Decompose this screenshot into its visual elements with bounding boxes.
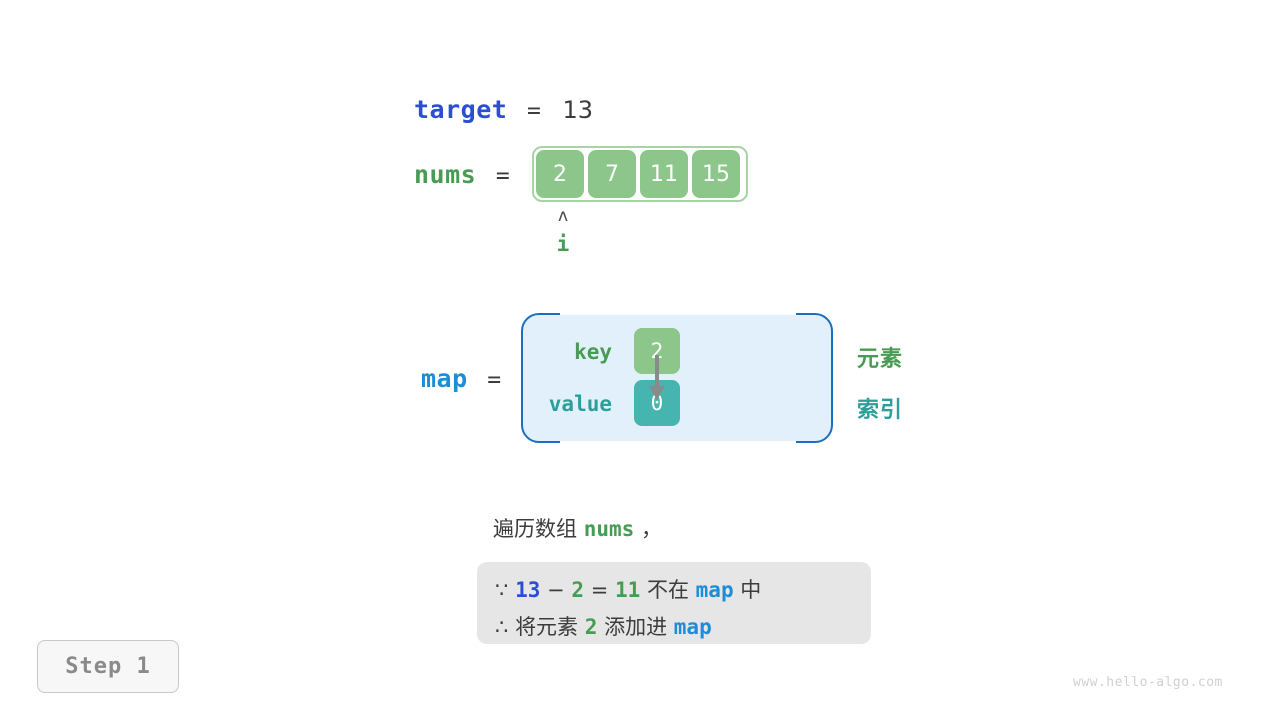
reason-in-suffix: 中 (740, 578, 762, 602)
array-cell: 15 (692, 150, 740, 198)
nums-row-label: nums = (414, 160, 510, 189)
map-equals-sign: = (487, 367, 502, 393)
narration-prefix: 遍历数组 (493, 517, 577, 541)
map-key-label: key (574, 340, 612, 364)
nums-array-container (532, 146, 748, 202)
reason-box (477, 562, 871, 644)
step-badge: Step 1 (37, 640, 179, 693)
reason-line-because: ∵ 13 − 2 = 11 不在 map 中 (495, 574, 761, 604)
index-pointer-caret-icon: ʌ (557, 206, 569, 226)
index-pointer-label: i (556, 232, 570, 256)
reason-not-in-text: 不在 (646, 578, 689, 602)
array-cell: 7 (588, 150, 636, 198)
map-row-label: map = (421, 364, 501, 393)
map-border-mask-bottom (560, 441, 796, 445)
map-value-label: value (548, 392, 612, 416)
map-border-mask-top (560, 311, 796, 315)
map-element-annotation: 元素 (857, 347, 904, 372)
target-value: 13 (562, 96, 593, 124)
nums-equals-sign: = (495, 163, 510, 189)
narration-text: 遍历数组 nums ， (493, 513, 662, 543)
reason-complement-value: 11 (614, 578, 641, 602)
reason-current-value: 2 (571, 578, 584, 602)
reason-map-keyword: map (695, 578, 734, 602)
therefore-symbol-icon: ∴ (495, 615, 509, 639)
target-variable-label: target (414, 95, 508, 124)
map-key-cell: 2 (634, 328, 680, 374)
target-row: target = 13 (414, 95, 593, 124)
step-badge-label: Step 1 (65, 654, 151, 679)
watermark: www.hello-algo.com (1073, 675, 1223, 690)
map-variable-label: map (421, 364, 468, 393)
narration-code-nums: nums (583, 517, 635, 541)
reason-minus-operator: − (547, 578, 565, 602)
reason-target-value: 13 (515, 578, 541, 602)
target-equals-sign: = (526, 98, 541, 124)
array-cell: 2 (536, 150, 584, 198)
nums-variable-label: nums (414, 160, 477, 189)
reason-added-value: 2 (584, 615, 598, 639)
reason-equals-operator: = (590, 578, 609, 602)
reason-add-element-text: 将元素 (515, 615, 579, 639)
nums-array-cells: 2 7 11 15 (536, 150, 740, 198)
narration-suffix: ， (640, 517, 662, 541)
reason-add-into-text: 添加进 (604, 615, 668, 639)
reason-line-therefore: ∴ 将元素 2 添加进 map (495, 611, 712, 641)
key-to-value-arrow-icon (649, 355, 665, 400)
reason-map-keyword-2: map (673, 615, 712, 639)
because-symbol-icon: ∵ (495, 578, 509, 602)
array-cell: 11 (640, 150, 688, 198)
map-index-annotation: 索引 (857, 398, 904, 423)
